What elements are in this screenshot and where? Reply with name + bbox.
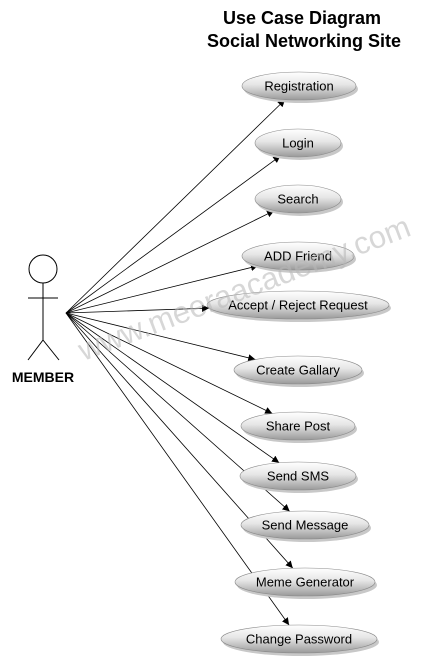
association-line-create-gallary (65, 312, 256, 362)
use-case-label: Share Post (266, 419, 331, 434)
actor-head (28, 254, 58, 284)
use-case-ellipse (241, 71, 357, 101)
use-case-label: ADD Friend (264, 249, 332, 264)
association-line-registration (65, 99, 286, 314)
use-case-create-gallary: Create Gallary (233, 355, 364, 387)
use-case-registration: Registration (241, 71, 358, 103)
use-case-login: Login (254, 128, 343, 160)
use-case-ellipse (233, 355, 363, 385)
use-case-ellipse (206, 290, 390, 320)
use-case-label: Accept / Reject Request (228, 298, 368, 313)
use-case-label: Change Password (246, 632, 352, 647)
diagram-title-line1: Use Case Diagram (223, 8, 381, 28)
use-case-search: Search (254, 184, 343, 216)
use-case-label: Login (282, 136, 314, 151)
association-line-send-sms (65, 312, 280, 464)
association-line-login (65, 155, 281, 314)
use-case-ellipse (239, 461, 357, 491)
use-case-ellipse (240, 411, 356, 441)
use-case-send-message: Send Message (240, 510, 371, 542)
association-line-add-friend (65, 264, 259, 314)
actor-member (27, 254, 60, 361)
use-case-ellipse (220, 624, 378, 654)
use-case-label: Registration (264, 79, 333, 94)
use-case-label: Send Message (262, 518, 349, 533)
use-case-ellipse (240, 510, 370, 540)
use-case-ellipse (241, 241, 355, 271)
use-case-ellipse (254, 128, 342, 158)
actor-label: MEMBER (12, 369, 74, 385)
actor-left-leg (27, 339, 44, 361)
use-case-label: Create Gallary (256, 363, 340, 378)
use-case-share-post: Share Post (240, 411, 357, 443)
use-case-ellipse (234, 567, 376, 597)
diagram-title-line2: Social Networking Site (207, 31, 401, 51)
use-case-label: Meme Generator (256, 575, 355, 590)
use-case-accept-reject-request: Accept / Reject Request (206, 290, 391, 322)
use-case-send-sms: Send SMS (239, 461, 358, 493)
use-case-add-friend: ADD Friend (241, 241, 356, 273)
association-line-accept-reject-request (65, 304, 210, 314)
association-line-share-post (65, 312, 273, 414)
use-case-ellipse (254, 184, 342, 214)
use-case-meme-generator: Meme Generator (234, 567, 377, 599)
use-case-change-password: Change Password (220, 624, 379, 656)
association-line-search (65, 210, 275, 314)
actor-right-leg (42, 339, 60, 361)
use-case-label: Search (277, 192, 318, 207)
use-case-label: Send SMS (267, 469, 329, 484)
watermark-text: www.meeraacademy.com (72, 209, 415, 368)
